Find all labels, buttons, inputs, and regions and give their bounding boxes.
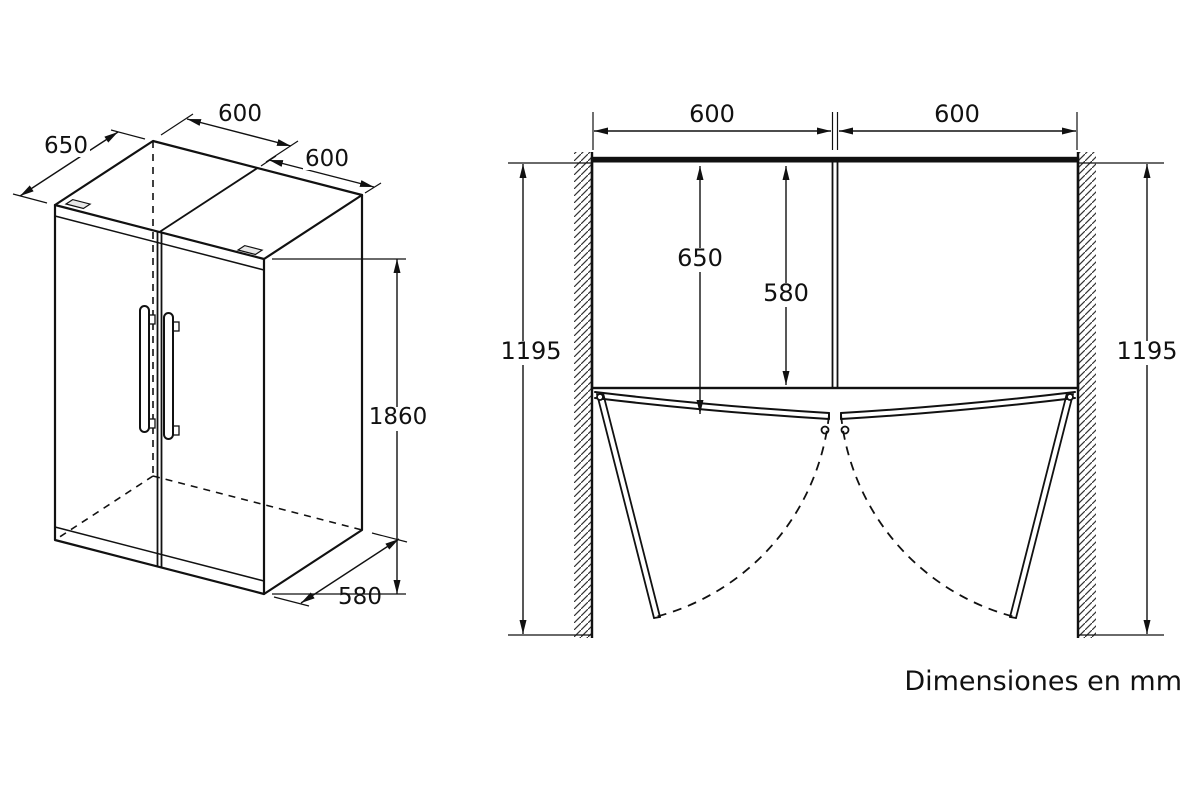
door-left-ajar	[594, 391, 830, 414]
door-swing-arc-right	[840, 414, 1016, 618]
hinge-left	[596, 393, 604, 401]
iso-box-edges	[53, 139, 364, 596]
wall-hatch-left	[574, 152, 592, 638]
hinge-plate-right	[236, 244, 264, 256]
hinge-plate-left	[64, 198, 92, 210]
plan-doors	[594, 391, 1076, 435]
door-handle-right	[163, 312, 174, 440]
door-swing-arc-left	[654, 414, 830, 618]
iso-view: 650 600 600 1860 580	[12, 101, 428, 610]
plan-dimensions: 600 600 650 580 1195 1195	[500, 100, 1178, 636]
iso-dimensions: 650 600 600 1860 580	[12, 101, 428, 610]
dim-label-clearance-right: 1195	[1116, 337, 1177, 365]
plan-swing-arcs	[654, 414, 1016, 618]
dim-label-depth-body: 580	[763, 279, 809, 307]
wall-hatch-right	[1078, 152, 1096, 638]
dim-label-clearance-left: 1195	[500, 337, 561, 365]
dim-label-door-width-left: 600	[218, 101, 262, 127]
dim-label-depth-top: 650	[44, 133, 88, 159]
appliance-body-topview	[590, 156, 1080, 390]
iso-hinge-plates	[64, 198, 264, 256]
dim-label-plan-door-right: 600	[934, 100, 980, 128]
plan-open-doors	[596, 392, 1074, 619]
iso-door-divider	[156, 167, 258, 567]
dim-label-height: 1860	[369, 404, 428, 430]
dim-label-door-width-right: 600	[305, 146, 349, 172]
dim-label-depth-bottom: 580	[338, 584, 382, 610]
plan-walls	[574, 152, 1096, 638]
dim-label-depth-with-door: 650	[677, 244, 723, 272]
door-handle-left	[139, 305, 150, 433]
door-right-ajar	[840, 391, 1076, 414]
hinge-right	[1066, 393, 1074, 401]
iso-handles	[139, 305, 180, 440]
units-note: Dimensiones en mm	[904, 666, 1182, 697]
dim-label-plan-door-left: 600	[689, 100, 735, 128]
plan-body	[590, 156, 1080, 390]
plan-view: 600 600 650 580 1195 1195	[500, 100, 1178, 638]
